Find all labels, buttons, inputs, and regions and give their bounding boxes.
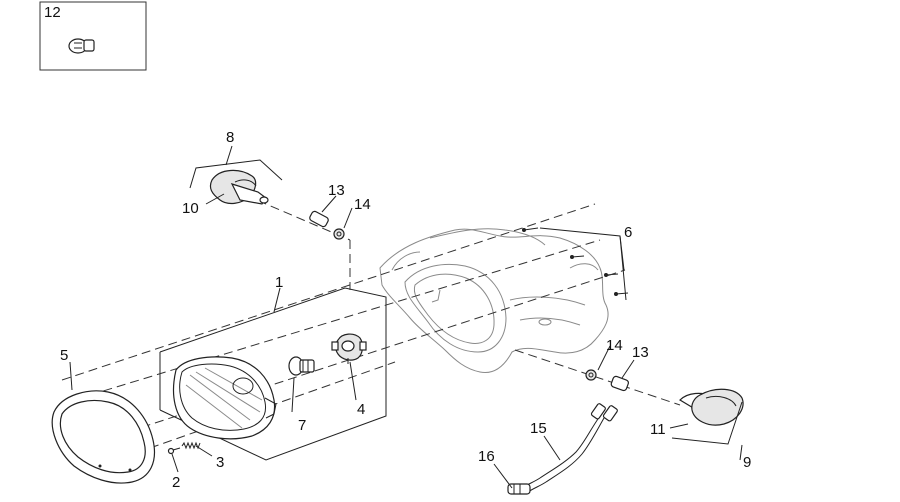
label-5: 5 (60, 347, 68, 364)
screw-6d (614, 292, 629, 296)
turn-signal-right (679, 388, 744, 426)
label-13-upper: 13 (328, 182, 345, 199)
wiring-harness (521, 403, 618, 493)
handlebar-cover (379, 228, 609, 374)
label-9: 9 (743, 454, 751, 471)
screw-6b (570, 255, 585, 259)
headlight-bulb (288, 356, 315, 376)
label-10: 10 (182, 200, 199, 217)
turn-signal-left (209, 169, 269, 205)
leader-lines (69, 145, 743, 489)
signal-bulb-upper (309, 210, 329, 228)
label-12: 12 (44, 4, 61, 21)
nut-upper (333, 228, 345, 240)
screw-6a (522, 227, 539, 232)
label-14-lower: 14 (606, 337, 623, 354)
headlight-unit (173, 356, 277, 440)
label-11: 11 (650, 421, 666, 438)
signal-bulb-lower (610, 375, 629, 392)
adjust-screw-spring (167, 441, 201, 455)
part-labels: 12 8 10 13 14 6 1 5 14 13 4 7 11 15 3 2 … (44, 4, 751, 491)
headlight-rim (51, 390, 155, 484)
label-14-upper: 14 (354, 196, 371, 213)
label-15: 15 (530, 420, 547, 437)
label-13-lower: 13 (632, 344, 649, 361)
label-16: 16 (478, 448, 495, 465)
label-2: 2 (172, 474, 180, 491)
lamp-holder (507, 483, 531, 495)
label-6: 6 (624, 224, 632, 241)
label-1: 1 (275, 274, 283, 291)
headlight-assembly-bracket (159, 287, 387, 461)
inset-box-12 (39, 1, 147, 71)
nut-lower (585, 369, 597, 381)
label-3: 3 (216, 454, 224, 471)
label-4: 4 (357, 401, 365, 418)
bulb-socket (331, 333, 367, 364)
label-8: 8 (226, 129, 234, 146)
spare-bulb-icon (68, 38, 95, 54)
label-7: 7 (298, 417, 306, 434)
